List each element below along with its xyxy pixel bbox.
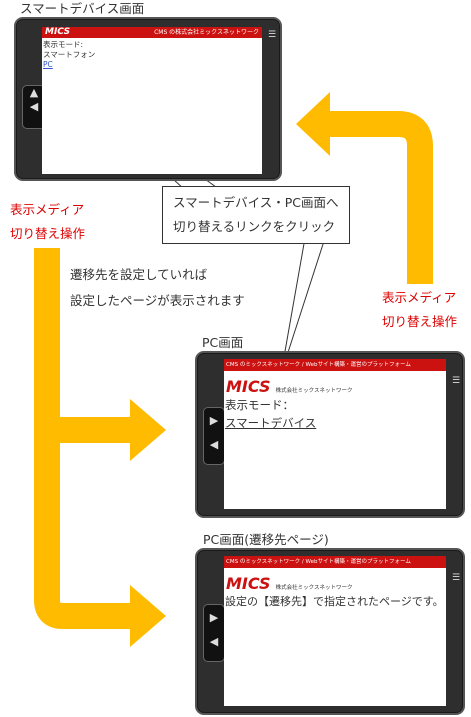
- smartphone-mode-value: スマートフォン: [43, 50, 96, 59]
- pc-dest-device: ▶ ◀ CMS のミックスネットワーク / Webサイト構築・運営のプラットフォ…: [195, 548, 465, 715]
- smartphone-bar-text: CMS の株式会社ミックスネットワーク: [154, 29, 259, 36]
- pc-screen-caption: PC画面: [202, 335, 244, 350]
- left-label-line2: 切り替え操作: [10, 226, 86, 241]
- callout-line2: 切り替えるリンクをクリック: [173, 219, 336, 234]
- right-media-switch-label: 表示メディア 切り替え操作: [378, 284, 462, 336]
- up-arrow-icon[interactable]: ▲: [29, 86, 39, 99]
- right-label-line2: 切り替え操作: [382, 314, 458, 329]
- left-arrow-icon[interactable]: ◀: [209, 438, 219, 451]
- return-arrow-head: [296, 92, 330, 156]
- down-arrow: [34, 244, 132, 629]
- note-line1: 遷移先を設定していれば: [70, 267, 208, 282]
- note-line2: 設定したページが表示されます: [70, 293, 245, 308]
- pc-company: 株式会社ミックスネットワーク: [275, 388, 353, 394]
- branch-arrow-head: [130, 399, 166, 461]
- menu-icon[interactable]: ☰: [267, 30, 277, 40]
- pc-header-bar: CMS のミックスネットワーク / Webサイト構築・運営のプラットフォーム: [224, 359, 446, 371]
- pc-dest-caption: PC画面(遷移先ページ): [203, 532, 329, 547]
- left-media-switch-label: 表示メディア 切り替え操作: [8, 196, 88, 248]
- smartphone-device: ▲ ◀ MICS CMS の株式会社ミックスネットワーク 表示モード: スマート…: [14, 17, 282, 181]
- smartphone-screen: MICS CMS の株式会社ミックスネットワーク 表示モード: スマートフォン …: [42, 27, 262, 174]
- transition-note: 遷移先を設定していれば 設定したページが表示されます: [70, 262, 245, 314]
- smartphone-brand: MICS: [45, 27, 71, 37]
- smartphone-mode-label: 表示モード:: [43, 40, 84, 49]
- left-label-line1: 表示メディア: [10, 202, 85, 217]
- menu-icon[interactable]: ☰: [451, 376, 461, 386]
- smartphone-header-bar: MICS CMS の株式会社ミックスネットワーク: [42, 27, 262, 38]
- up-arrow-icon[interactable]: ▶: [209, 414, 219, 427]
- down-arrow-head: [130, 585, 166, 647]
- callout-line1: スマートデバイス・PC画面へ: [173, 195, 339, 210]
- return-arrow: [328, 111, 433, 290]
- left-arrow-icon[interactable]: ◀: [209, 635, 219, 648]
- up-arrow-icon[interactable]: ▶: [209, 611, 219, 624]
- device-side-controls[interactable]: ▶ ◀: [203, 604, 225, 662]
- pc-logo: MICS: [226, 377, 271, 396]
- pc-link[interactable]: PC: [43, 60, 53, 69]
- callout-box: スマートデバイス・PC画面へ 切り替えるリンクをクリック: [162, 186, 350, 244]
- smart-device-link[interactable]: スマートデバイス: [225, 416, 317, 430]
- pc-dest-screen: CMS のミックスネットワーク / Webサイト構築・運営のプラットフォーム M…: [224, 556, 446, 706]
- right-label-line1: 表示メディア: [382, 290, 457, 305]
- pc-screen: CMS のミックスネットワーク / Webサイト構築・運営のプラットフォーム M…: [224, 359, 446, 509]
- pc-dest-message: 設定の【遷移先】で指定されたページです。: [225, 595, 444, 608]
- left-arrow-icon[interactable]: ◀: [29, 100, 39, 113]
- pc-dest-logo: MICS: [226, 574, 271, 593]
- device-side-controls[interactable]: ▶ ◀: [203, 407, 225, 465]
- menu-icon[interactable]: ☰: [451, 573, 461, 583]
- pc-dest-company: 株式会社ミックスネットワーク: [275, 585, 353, 591]
- smartphone-caption: スマートデバイス画面: [20, 1, 145, 16]
- pc-dest-header-bar: CMS のミックスネットワーク / Webサイト構築・運営のプラットフォーム: [224, 556, 446, 568]
- pc-mode-label: 表示モード：: [225, 398, 294, 412]
- pc-device: ▶ ◀ CMS のミックスネットワーク / Webサイト構築・運営のプラットフォ…: [195, 351, 465, 518]
